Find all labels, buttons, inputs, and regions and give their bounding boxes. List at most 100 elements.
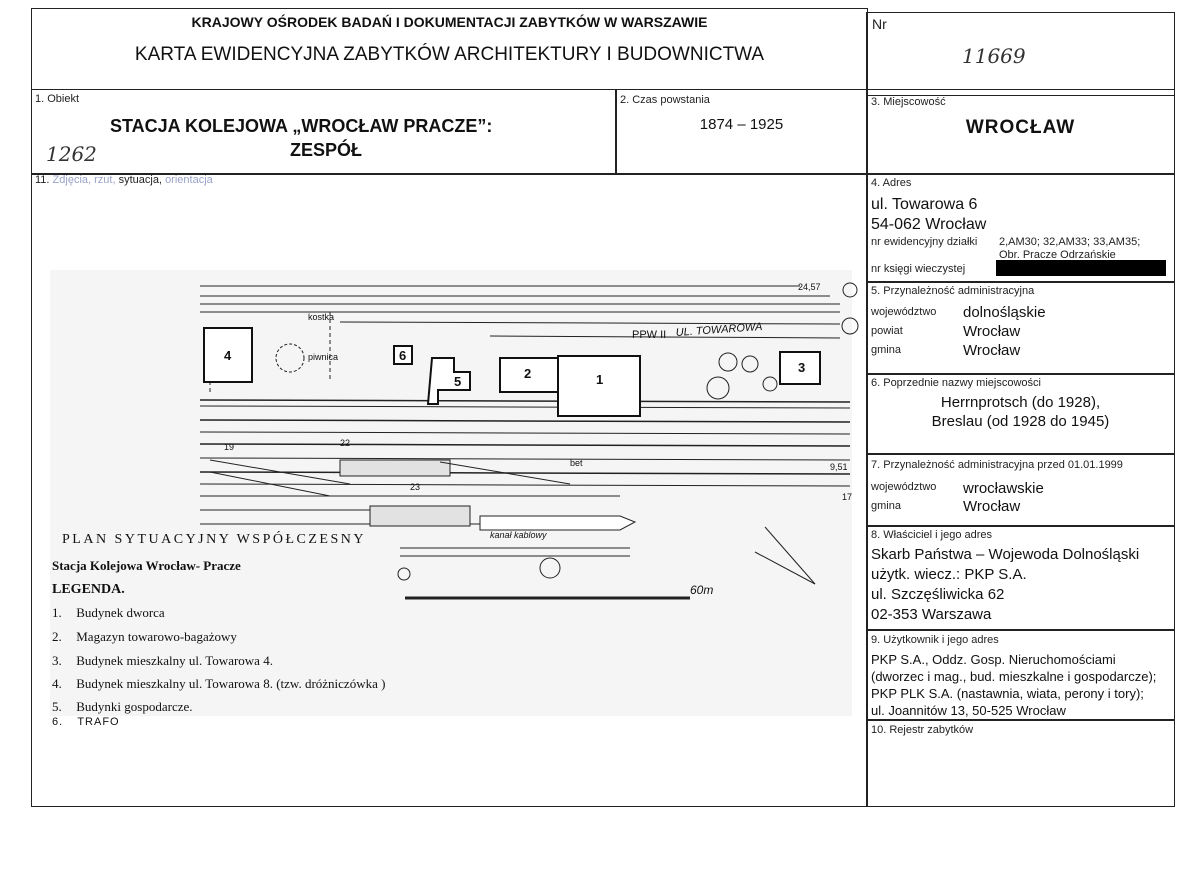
plan-subtitle: Stacja Kolejowa Wrocław- Pracze (52, 558, 241, 573)
obiekt-cell (31, 89, 617, 175)
zdjecia-label-mid: sytuacja, (118, 174, 162, 186)
zdjecia-label-faded-1: Zdjęcia, rzut, (52, 174, 116, 186)
site-plan-map: kostka piwnica PPW II UL. TOWAROWA kanał… (199, 282, 859, 600)
building-label-2: 2 (524, 366, 531, 381)
dzialki-value-1: 2,AM30; 32,AM33; 33,AM35; (999, 236, 1141, 248)
label-elev-3: 22 (340, 438, 350, 448)
wlasciciel-line1: Skarb Państwa – Wojewoda Dolnośląski (871, 546, 1140, 563)
powiat-label: powiat (871, 325, 903, 337)
czas-label: 2. Czas powstania (620, 94, 710, 106)
uzytkownik-label: 9. Użytkownik i jego adres (871, 634, 999, 646)
wlasciciel-line3: ul. Szczęśliwicka 62 (871, 586, 1005, 603)
building-5 (426, 357, 471, 405)
gmina-1999-value: Wrocław (963, 498, 1021, 515)
zdjecia-cell (31, 173, 868, 807)
building-3 (779, 351, 821, 385)
woj-label: województwo (871, 306, 937, 318)
building-2 (499, 357, 559, 393)
powiat-value: Wrocław (963, 323, 1021, 340)
wlasciciel-label: 8. Właściciel i jego adres (871, 529, 993, 541)
adres-line1: ul. Towarowa 6 (871, 196, 978, 213)
ksiega-redaction (996, 260, 1166, 276)
legend-num: 5. (52, 699, 62, 714)
gmina-value: Wrocław (963, 342, 1021, 359)
legend-item: 6. TRAFO (52, 716, 120, 728)
building-1 (557, 355, 641, 417)
gmina-label: gmina (871, 344, 901, 356)
adres-label: 4. Adres (871, 177, 912, 189)
legend-title: LEGENDA. (52, 582, 125, 597)
legend-text: Budynki gospodarcze. (76, 699, 193, 714)
zdjecia-label-faded-2: orientacja (165, 174, 213, 186)
przynaleznosc-1999-cell (866, 453, 1175, 527)
adres-line2: 54-062 Wrocław (871, 216, 987, 233)
miejscowosc-cell (866, 89, 1175, 175)
legend-num: 1. (52, 605, 62, 620)
czas-cell (615, 89, 868, 175)
legend-text: Budynek mieszkalny ul. Towarowa 8. (tzw.… (76, 676, 386, 691)
obiekt-name-line2: ZESPÓŁ (290, 140, 363, 160)
ksiega-label: nr księgi wieczystej (871, 263, 966, 275)
building-label-3: 3 (798, 360, 805, 375)
building-6 (393, 345, 413, 365)
legend-num: 4. (52, 676, 62, 691)
legend-item: 2. Magazyn towarowo-bagażowy (52, 629, 237, 645)
poprzednie-line1: Herrnprotsch (do 1928), (940, 394, 1101, 411)
building-4 (203, 327, 253, 383)
przynaleznosc-label: 5. Przynależność administracyjna (871, 285, 1035, 297)
rejestr-label: 10. Rejestr zabytków (871, 724, 974, 736)
rejestr-cell (866, 719, 1175, 807)
legend-num: 2. (52, 629, 62, 644)
legend-item: 3. Budynek mieszkalny ul. Towarowa 4. (52, 653, 273, 669)
building-label-6: 6 (399, 348, 406, 363)
label-elev-1: 24,57 (798, 282, 821, 292)
nr-value: 11669 (962, 44, 1026, 68)
woj-value: dolnośląskie (963, 304, 1046, 321)
nr-box (866, 12, 1175, 96)
building-label-5: 5 (454, 374, 461, 389)
label-kanal: kanał kablowy (490, 530, 547, 540)
label-elev-4: 9,51 (830, 462, 848, 472)
institution-name: KRAJOWY OŚRODEK BADAŃ I DOKUMENTACJI ZAB… (191, 14, 708, 30)
uzytkownik-line4: ul. Joannitów 13, 50-525 Wrocław (871, 703, 1066, 718)
obiekt-name-line1: STACJA KOLEJOWA „WROCŁAW PRACZE”: (110, 116, 493, 136)
legend-item: 5. Budynki gospodarcze. (52, 699, 193, 715)
legend-item: 1. Budynek dworca (52, 605, 165, 621)
legend-num: 3. (52, 653, 62, 668)
zdjecia-label: 11. Zdjęcia, rzut, sytuacja, orientacja (35, 174, 213, 186)
uzytkownik-line1: PKP S.A., Oddz. Gosp. Nieruchomościami (871, 652, 1116, 667)
przynaleznosc-cell (866, 281, 1175, 375)
label-scale: 60m (690, 583, 713, 597)
uzytkownik-cell (866, 629, 1175, 721)
woj-1999-value: wrocławskie (963, 480, 1044, 497)
obiekt-handwritten-number: 1262 (46, 142, 97, 166)
poprzednie-cell (866, 373, 1175, 455)
label-elev-5: 17 (842, 492, 852, 502)
czas-value: 1874 – 1925 (699, 116, 784, 133)
uzytkownik-line3: PKP PLK S.A. (nastawnia, wiata, perony i… (871, 686, 1144, 701)
miejscowosc-label: 3. Miejscowość (871, 96, 946, 108)
legend-item: 4. Budynek mieszkalny ul. Towarowa 8. (t… (52, 676, 385, 692)
dzialki-value-2: Obr. Pracze Odrzańskie (999, 249, 1116, 261)
label-bet: bet (570, 458, 583, 468)
poprzednie-label: 6. Poprzednie nazwy miejscowości (871, 377, 1041, 389)
legend-text: Budynek dworca (76, 605, 165, 620)
label-ppw: PPW II (632, 329, 666, 341)
legend-text: TRAFO (77, 716, 120, 728)
plan-paper (50, 270, 852, 716)
plan-title: PLAN SYTUACYJNY WSPÓŁCZESNY (62, 532, 366, 547)
wlasciciel-line2: użytk. wiecz.: PKP S.A. (871, 566, 1027, 583)
poprzednie-line2: Breslau (od 1928 do 1945) (931, 413, 1110, 430)
label-elev-2: 19 (224, 442, 234, 452)
building-label-1: 1 (596, 372, 603, 387)
label-piwnica: piwnica (308, 352, 338, 362)
zdjecia-label-num: 11. (35, 174, 50, 186)
przynaleznosc-1999-label: 7. Przynależność administracyjna przed 0… (871, 459, 1123, 471)
wlasciciel-line4: 02-353 Warszawa (871, 606, 992, 623)
card-title: KARTA EWIDENCYJNA ZABYTKÓW ARCHITEKTURY … (134, 44, 765, 65)
legend-text: Budynek mieszkalny ul. Towarowa 4. (76, 653, 273, 668)
uzytkownik-line2: (dworzec i mag., bud. mieszkalne i gospo… (871, 669, 1157, 684)
gmina-1999-label: gmina (871, 500, 901, 512)
legend-num: 6. (52, 716, 64, 728)
wlasciciel-cell (866, 525, 1175, 631)
